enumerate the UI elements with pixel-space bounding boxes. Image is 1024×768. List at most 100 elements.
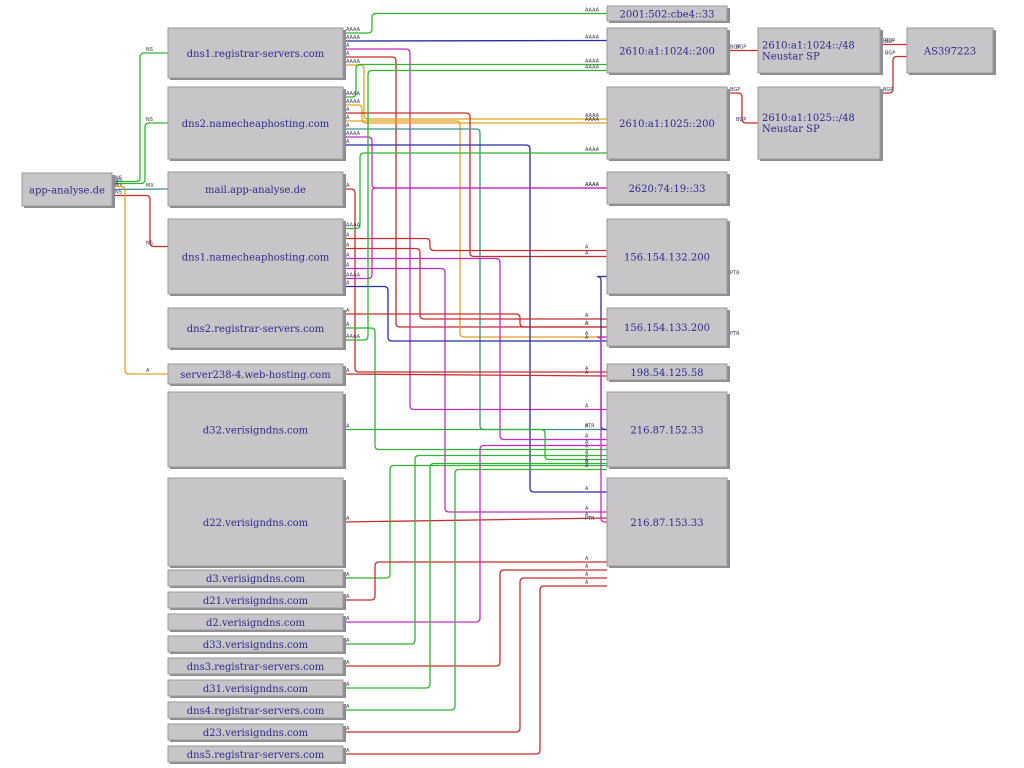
node-box — [606, 477, 728, 567]
node-label: d31.verisigndns.com — [203, 684, 309, 695]
edge-label: A — [346, 139, 350, 145]
node-ip155[interactable]: 156.154.133.200 — [606, 307, 730, 348]
edge-dns2reg-ip1024 — [343, 69, 607, 341]
node-box — [167, 86, 344, 160]
node-d3[interactable]: d3.verisigndns.com — [167, 569, 346, 588]
node-dns2nc[interactable]: dns2.namecheaphosting.com — [167, 86, 346, 161]
edge-label: AAAA — [346, 273, 361, 279]
node-ip156[interactable]: 156.154.132.200 — [606, 218, 730, 296]
node-ip21653[interactable]: 216.87.153.33 — [606, 477, 730, 568]
edge-label: A — [585, 404, 589, 410]
node-root[interactable]: app-analyse.de — [21, 172, 115, 208]
node-shadow — [727, 366, 730, 382]
node-shadow — [727, 174, 730, 206]
node-ip1024[interactable]: 2610:a1:1024::200 — [606, 27, 730, 75]
edge-label: AAAA — [346, 59, 361, 65]
node-shadow — [760, 73, 883, 75]
node-box — [167, 591, 344, 609]
edge-label: A — [346, 616, 350, 622]
node-label: 198.54.125.58 — [630, 368, 703, 379]
edge-root-mail — [111, 188, 169, 191]
node-shadow — [343, 748, 346, 764]
edge-label: NS — [146, 117, 153, 123]
node-box — [167, 307, 344, 349]
node-box — [167, 27, 344, 79]
edge-label: BGP — [736, 45, 746, 51]
node-box — [167, 723, 344, 741]
node-box — [606, 86, 728, 160]
node-label: dns3.registrar-servers.com — [187, 662, 325, 673]
edge-label: A — [346, 660, 350, 666]
edge-webhost-ip198 — [342, 373, 608, 377]
edge-label: AAAA — [585, 182, 600, 188]
edge-label: A — [346, 253, 350, 259]
node-dns1nc[interactable]: dns1.namecheaphosting.com — [167, 218, 346, 296]
node-shadow — [170, 78, 346, 80]
node-shadow — [609, 159, 730, 161]
node-d32[interactable]: d32.verisigndns.com — [167, 391, 346, 469]
node-d2[interactable]: d2.verisigndns.com — [167, 613, 346, 632]
node-dns5reg[interactable]: dns5.registrar-servers.com — [167, 745, 346, 764]
node-label: 216.87.152.33 — [630, 426, 703, 437]
edge-root-webhost — [112, 185, 168, 375]
node-box — [606, 391, 728, 468]
edge-d22-ip21653 — [342, 517, 608, 523]
node-mail[interactable]: mail.app-analyse.de — [167, 171, 346, 208]
node-box — [757, 86, 881, 160]
edge-dns2nc-ip155 — [343, 120, 607, 338]
edge-root-dns1nc — [112, 194, 168, 248]
node-ip198[interactable]: 198.54.125.58 — [606, 363, 730, 382]
node-label: d22.verisigndns.com — [203, 518, 309, 529]
node-d23[interactable]: d23.verisigndns.com — [167, 723, 346, 742]
edge-label: A — [346, 281, 350, 287]
edge-label: PTR — [585, 516, 595, 522]
edge-label: A — [346, 726, 350, 732]
edge-dns1reg-ip1024 — [342, 39, 608, 42]
node-shadow — [170, 762, 346, 764]
node-dns3reg[interactable]: dns3.registrar-servers.com — [167, 657, 346, 676]
node-ip2001[interactable]: 2001:502:cbe4::33 — [606, 5, 730, 23]
node-label: dns2.registrar-servers.com — [187, 324, 325, 335]
node-ip2620[interactable]: 2620:74:19::33 — [606, 171, 730, 206]
node-box — [606, 218, 728, 295]
edge-label: BGP — [885, 51, 895, 57]
edge-label: A — [585, 424, 589, 430]
edge-label: A — [346, 368, 350, 374]
node-shadow — [170, 566, 346, 568]
node-label: d21.verisigndns.com — [203, 596, 309, 607]
edge-label: A — [346, 107, 350, 113]
node-shadow — [343, 310, 346, 350]
edge-label: A — [585, 564, 589, 570]
node-dns2reg[interactable]: dns2.registrar-servers.com — [167, 307, 346, 350]
node-label: d32.verisigndns.com — [203, 426, 309, 437]
node-dns1reg[interactable]: dns1.registrar-servers.com — [167, 27, 346, 80]
edge-label: AAAA — [585, 35, 600, 41]
edge-label: AAAA — [346, 91, 361, 97]
node-d33[interactable]: d33.verisigndns.com — [167, 635, 346, 654]
edge-label: AAAA — [346, 27, 361, 33]
node-as[interactable]: AS397223 — [906, 27, 996, 75]
edge-label: AAAA — [585, 182, 600, 188]
edge-label: A — [585, 458, 589, 464]
node-shadow — [343, 572, 346, 588]
diagram-edges: NSNSNSNSMXMXNSNSAAAAAAAAAAAAAAAAAAAAAAAA… — [111, 8, 907, 755]
node-shadow — [880, 89, 883, 161]
node-d22[interactable]: d22.verisigndns.com — [167, 477, 346, 568]
node-d31[interactable]: d31.verisigndns.com — [167, 679, 346, 698]
node-webhost[interactable]: server238-4.web-hosting.com — [167, 363, 346, 386]
node-dns4reg[interactable]: dns4.registrar-servers.com — [167, 701, 346, 720]
node-shadow — [170, 467, 346, 469]
node-shadow — [170, 674, 346, 676]
edge-label: A — [585, 460, 589, 466]
node-label: 2610:a1:1024::/48 — [762, 41, 855, 52]
node-d21[interactable]: d21.verisigndns.com — [167, 591, 346, 610]
node-shadow — [170, 159, 346, 161]
node-shadow — [343, 480, 346, 568]
edge-label: A — [346, 516, 350, 522]
node-ip21652[interactable]: 216.87.152.33 — [606, 391, 730, 469]
node-shadow — [760, 159, 883, 161]
node-label: dns4.registrar-servers.com — [187, 706, 325, 717]
node-ip1025[interactable]: 2610:a1:1025::200 — [606, 86, 730, 161]
